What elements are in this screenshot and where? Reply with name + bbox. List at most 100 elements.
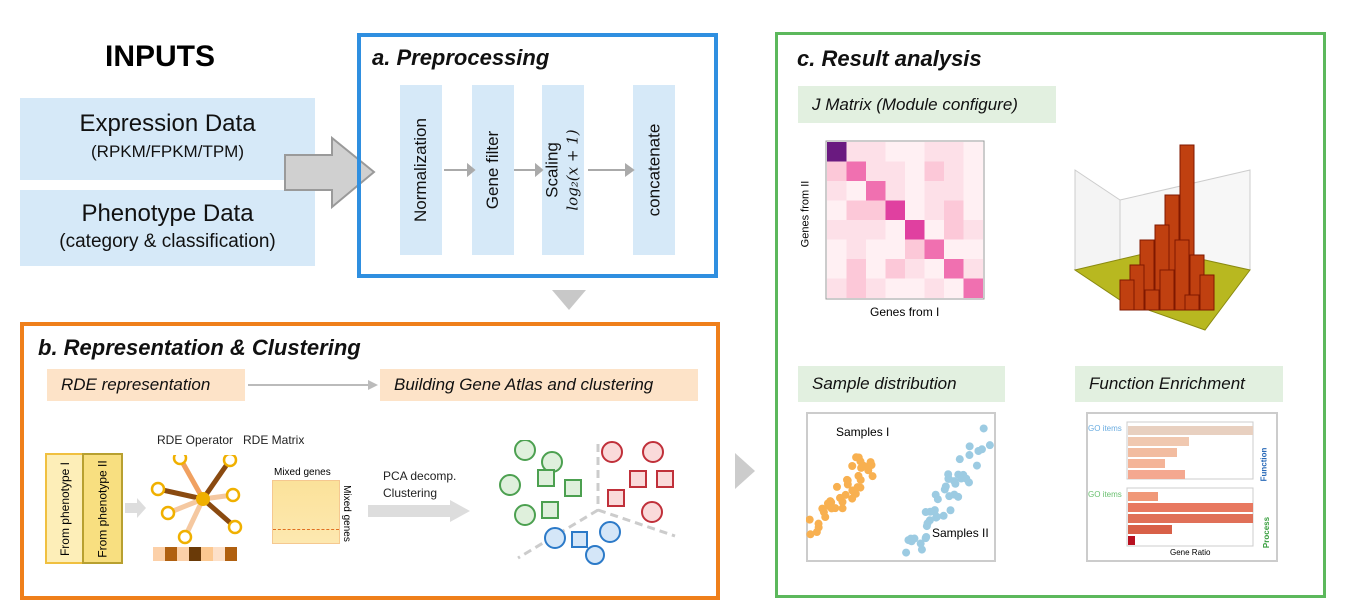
scatter-point-samples-2 — [921, 508, 930, 517]
rde-operator-graph — [150, 455, 243, 561]
cluster-plot — [499, 440, 676, 565]
enrichment-bar — [1128, 492, 1158, 501]
preprocessing-title: a. Preprocessing — [372, 45, 550, 70]
phenotype-1-label: From phenotype I — [58, 461, 73, 556]
heatmap-cell — [866, 278, 886, 298]
heatmap-cell — [905, 239, 925, 259]
heatmap-cell — [846, 161, 866, 181]
3d-bar — [1174, 239, 1190, 311]
samples-2-label: Samples II — [932, 526, 989, 540]
heatmap-cell — [963, 142, 983, 162]
pca-arrow-icon — [368, 500, 470, 522]
enrichment-bar — [1128, 426, 1253, 435]
phenotype-label: Phenotype Data — [81, 200, 254, 227]
jmatrix-heatmap — [825, 140, 985, 300]
heatmap-cell — [846, 278, 866, 298]
gene-atlas-label: Building Gene Atlas and clustering — [380, 369, 698, 401]
scatter-point-samples-1 — [838, 504, 847, 513]
heatmap-cell — [827, 142, 847, 162]
clustering-text: Clustering — [383, 486, 438, 500]
enrichment-bar — [1128, 503, 1253, 512]
scatter-point-samples-2 — [985, 441, 994, 450]
heatmap-cell — [846, 220, 866, 240]
result-panel — [775, 32, 1326, 598]
heatmap-cell — [885, 142, 905, 162]
scatter-point-samples-1 — [856, 483, 865, 492]
expression-data-box: Expression Data (RPKM/FPKM/TPM) — [20, 98, 315, 180]
rde-matrix-label: RDE Matrix — [243, 433, 305, 447]
scatter-point-samples-1 — [866, 458, 875, 467]
rde-representation-label: RDE representation — [47, 369, 245, 401]
heatmap-cell — [905, 278, 925, 298]
heatmap-cell — [885, 278, 905, 298]
scatter-point-samples-1 — [827, 504, 836, 513]
heatmap-cell — [866, 161, 886, 181]
rde-operator-label: RDE Operator — [157, 433, 234, 447]
samples-1-label: Samples I — [836, 425, 890, 439]
heatmap-cell — [846, 239, 866, 259]
scatter-point-samples-1 — [843, 480, 852, 489]
scatter-point-samples-1 — [806, 530, 815, 539]
heatmap-cell — [924, 142, 944, 162]
heatmap-cell — [866, 200, 886, 220]
scatter-point-samples-1 — [832, 482, 841, 491]
scatter-point-samples-2 — [930, 507, 939, 516]
scatter-point-samples-2 — [950, 490, 959, 499]
heatmap-cell — [944, 142, 964, 162]
3d-bar — [1119, 279, 1135, 311]
scatter-point-samples-1 — [838, 497, 847, 506]
heatmap-cell — [866, 142, 886, 162]
scatter-point-samples-1 — [818, 504, 827, 513]
scatter-point-samples-2 — [972, 461, 981, 470]
step-concatenate: concatenate — [633, 85, 675, 255]
scatter-point-samples-1 — [841, 490, 850, 499]
heatmap-cell — [944, 278, 964, 298]
step-gene-filter: Gene filter — [472, 85, 514, 255]
right-arrow-icon — [735, 453, 755, 489]
step-normalization: Normalization — [400, 85, 442, 255]
heatmap-cell — [924, 278, 944, 298]
3d-bar-chart — [1073, 144, 1251, 331]
scatter-point-samples-1 — [868, 472, 877, 481]
scatter-point-samples-2 — [979, 424, 988, 433]
process-label: Process — [1262, 516, 1272, 549]
scatter-point-samples-2 — [946, 506, 955, 515]
heatmap-cell — [885, 161, 905, 181]
step-label: Normalization — [411, 118, 430, 222]
heatmap-cell — [963, 220, 983, 240]
heatmap-cell — [924, 220, 944, 240]
phenotype-sub: (category & classification) — [59, 231, 276, 252]
phenotype-data-box: Phenotype Data (category & classificatio… — [20, 190, 315, 266]
expression-sub: (RPKM/FPKM/TPM) — [91, 142, 244, 161]
matrix-x-label: Mixed genes — [274, 467, 331, 478]
phenotype-2-bar: From phenotype II — [82, 453, 123, 564]
enrichment-bar — [1128, 448, 1177, 457]
scatter-point-samples-1 — [854, 471, 863, 480]
input-arrow-icon — [284, 135, 376, 210]
heatmap-cell — [866, 181, 886, 201]
heatmap-cell — [924, 239, 944, 259]
scatter-point-samples-2 — [965, 442, 974, 451]
go-items-function: GO items — [1088, 424, 1122, 433]
heatmap-cell — [885, 200, 905, 220]
scatter-point-samples-2 — [931, 490, 940, 499]
heatmap-cell — [944, 161, 964, 181]
enrichment-bar — [1128, 514, 1253, 523]
sample-scatter — [806, 412, 996, 562]
heatmap-cell — [885, 259, 905, 279]
scatter-point-samples-1 — [856, 457, 865, 466]
preprocessing-panel — [357, 33, 718, 278]
representation-panel — [20, 322, 720, 600]
gene-ratio-label: Gene Ratio — [1170, 548, 1211, 557]
enrichment-bar — [1128, 525, 1172, 534]
rde-matrix — [272, 480, 340, 544]
heatmap-cell — [846, 259, 866, 279]
heatmap-cell — [827, 161, 847, 181]
scatter-point-samples-2 — [910, 534, 919, 543]
heatmap-cell — [944, 220, 964, 240]
scatter-point-samples-2 — [939, 511, 948, 520]
heatmap-cell — [963, 259, 983, 279]
heatmap-cell — [846, 142, 866, 162]
scatter-point-samples-1 — [848, 462, 857, 471]
